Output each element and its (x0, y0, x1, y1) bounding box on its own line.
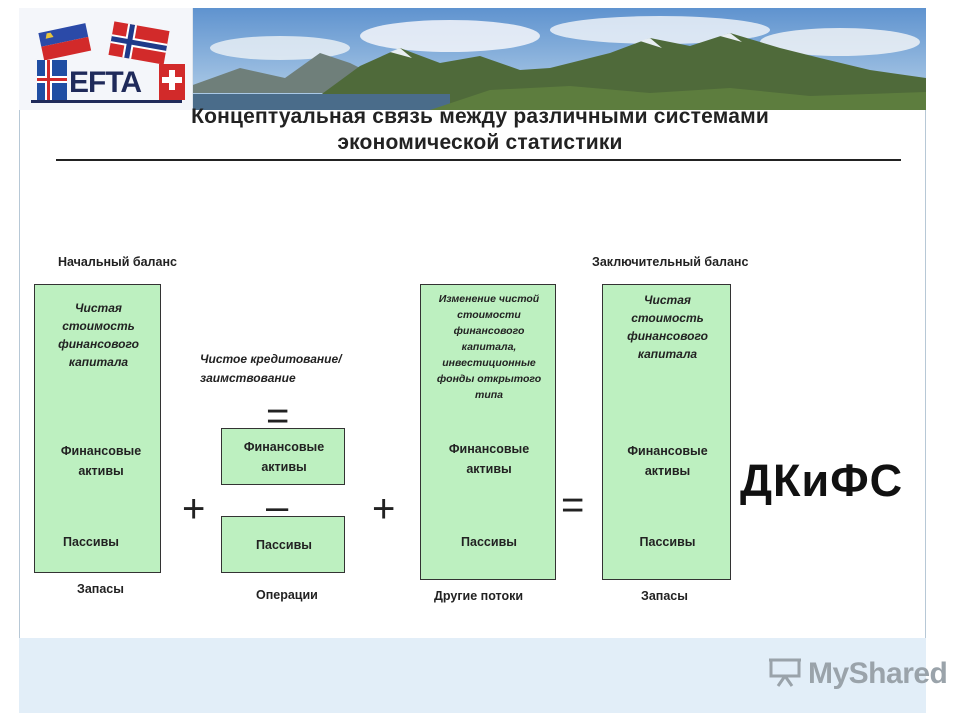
left-border (19, 8, 20, 640)
text-line: Чистое кредитование/ (200, 352, 342, 366)
dkifs-label: ДКиФС (740, 455, 904, 506)
closing-balance-label: Заключительный баланс (592, 255, 749, 269)
opening-financial-assets: Финансовые активы (35, 441, 167, 481)
title-divider (56, 159, 901, 161)
text-line: Изменение чистой (438, 293, 540, 305)
text-line: Финансовые (243, 440, 325, 454)
text-line: стоимость (631, 311, 704, 325)
text-line: активы (466, 462, 512, 476)
logo-underline (31, 100, 182, 103)
caption-other-flows: Другие потоки (434, 589, 524, 603)
caption-transactions: Операции (256, 588, 318, 602)
text-line: капитала (637, 347, 698, 361)
transactions-liabilities-box: Пассивы (221, 516, 345, 573)
opening-net-worth: Чистая стоимость финансового капитала (35, 299, 162, 371)
closing-net-worth: Чистая стоимость финансового капитала (603, 291, 732, 363)
plus-sign-1: + (182, 487, 206, 531)
caption-stocks-1: Запасы (77, 582, 124, 596)
equals-sign-main: = (561, 483, 585, 527)
opening-liabilities: Пассивы (63, 535, 119, 549)
transactions-assets-box: Финансовые активы (221, 428, 345, 485)
other-flows-change: Изменение чистой стоимости финансового к… (421, 291, 557, 403)
title-line-2: экономической статистики (337, 131, 623, 154)
text-line: Финансовые (448, 442, 530, 456)
transactions-liabilities: Пассивы (256, 538, 312, 552)
text-line: активы (261, 460, 307, 474)
text-line: капитала (68, 355, 129, 369)
closing-financial-assets: Финансовые активы (603, 441, 732, 481)
watermark-text: MyShared (808, 657, 948, 690)
text-line: капитала, (461, 341, 517, 353)
header-banner-image (190, 8, 926, 110)
opening-balance-label: Начальный баланс (58, 255, 177, 269)
text-line: стоимость (62, 319, 135, 333)
text-line: инвестиционные (442, 357, 536, 369)
net-lending-label: Чистое кредитование/ заимствование (200, 350, 342, 388)
text-line: фонды открытого (436, 373, 542, 385)
closing-balance-box: Чистая стоимость финансового капитала Фи… (602, 284, 731, 580)
opening-balance-box: Чистая стоимость финансового капитала Фи… (34, 284, 161, 573)
right-border (925, 8, 926, 640)
text-line: типа (474, 389, 503, 401)
text-line: заимствование (200, 371, 296, 385)
efta-logo: EFTA (19, 8, 193, 110)
presentation-icon (768, 657, 802, 692)
text-line: Финансовые (627, 444, 708, 458)
text-line: стоимости (457, 309, 521, 321)
equals-sign-transactions: = (266, 394, 290, 438)
caption-stocks-2: Запасы (641, 589, 688, 603)
other-flows-box: Изменение чистой стоимости финансового к… (420, 284, 556, 580)
transactions-financial-assets: Финансовые активы (222, 437, 346, 477)
text-line: финансового (453, 325, 525, 337)
text-line: Чистая (644, 293, 691, 307)
page-title: Концептуальная связь между различными си… (40, 104, 920, 156)
plus-sign-2: + (372, 487, 396, 531)
efta-logo-text: EFTA (69, 66, 142, 99)
text-line: финансового (58, 337, 139, 351)
text-line: Чистая (75, 301, 122, 315)
other-flows-financial-assets: Финансовые активы (421, 439, 557, 479)
other-flows-liabilities: Пассивы (461, 535, 517, 549)
closing-liabilities: Пассивы (639, 535, 696, 549)
text-line: активы (78, 464, 124, 478)
text-line: Финансовые (60, 444, 142, 458)
text-line: активы (644, 464, 691, 478)
text-line: финансового (627, 329, 708, 343)
myshared-watermark: MyShared (768, 656, 948, 692)
title-line-1: Концептуальная связь между различными си… (191, 105, 769, 128)
